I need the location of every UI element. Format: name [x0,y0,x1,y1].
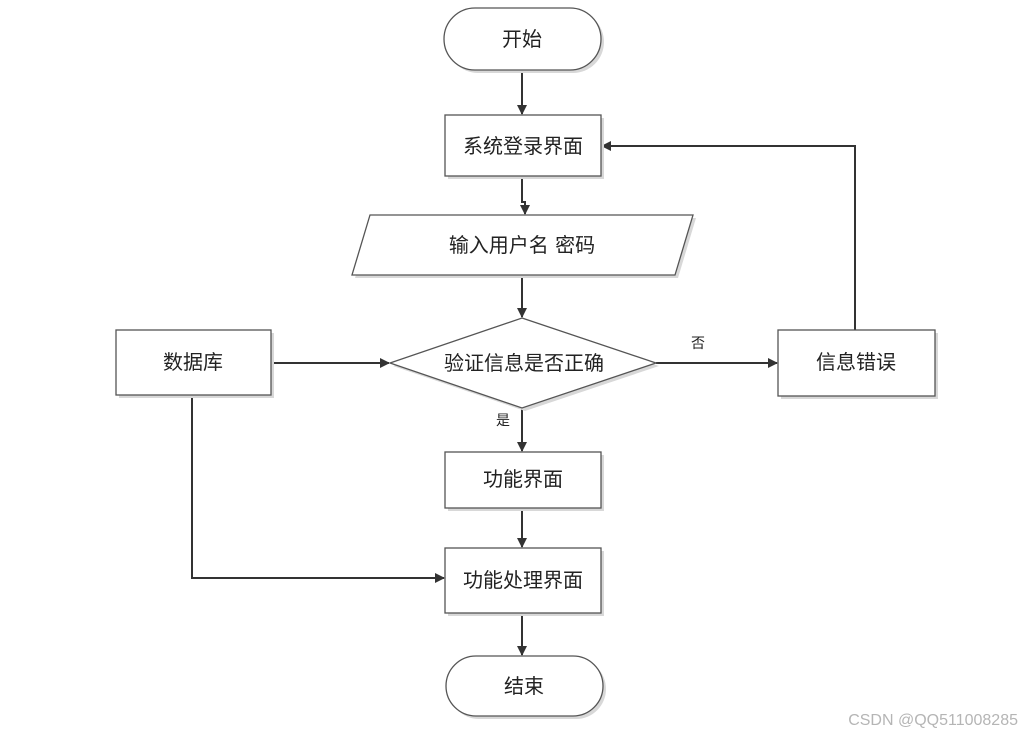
error-box: 信息错误 [777,329,938,399]
end-label: 结束 [504,674,544,698]
edge-label-no: 否 [691,336,705,352]
connectors [191,70,856,656]
database-box: 数据库 [115,329,274,398]
verify-decision-diamond: 验证信息是否正确 [387,317,659,411]
function-label: 功能界面 [483,467,563,491]
start-terminator: 开始 [443,7,604,73]
verify-label: 验证信息是否正确 [444,351,604,375]
database-label: 数据库 [163,350,223,374]
input-label: 输入用户名 密码 [449,233,595,257]
arrow-login-input [520,176,530,215]
process-label: 功能处理界面 [463,568,583,592]
input-data-parallelogram: 输入用户名 密码 [351,214,696,278]
start-label: 开始 [502,27,542,51]
watermark: CSDN @QQ511008285 [848,712,1018,729]
login-label: 系统登录界面 [463,134,583,158]
error-label: 信息错误 [816,350,896,374]
process-box: 功能处理界面 [444,547,604,616]
function-box: 功能界面 [444,451,604,511]
arrow-database-process [191,395,445,583]
end-terminator: 结束 [445,655,606,719]
edge-label-yes: 是 [496,413,510,429]
login-process-box: 系统登录界面 [444,114,604,179]
arrow-error-login [601,141,856,330]
